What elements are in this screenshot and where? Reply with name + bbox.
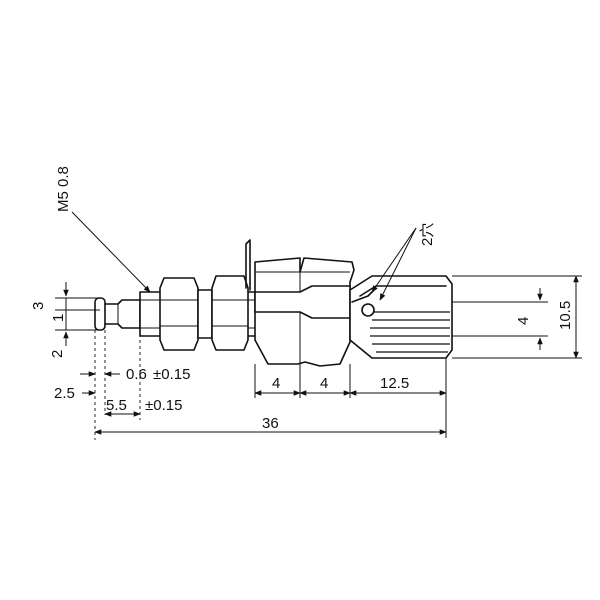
dimension-labels: M5 0.8 2穴 3 1 2 2.5 0.6 ±0.15 5.5 ±0.15 … [30,166,574,432]
pin-shaft [104,299,141,329]
hex-nut-2 [211,275,249,351]
label-pin-inner: 1 [50,314,67,322]
cross-hole [361,303,375,317]
label-tip-len: 5.5 [106,397,127,414]
leaders [71,211,417,301]
label-cap-dia: 4 [515,317,532,325]
terminal-cap [349,275,453,359]
label-pin-height: 3 [30,302,47,310]
label-holes: 2穴 [419,223,436,246]
hex-nut-1 [159,277,199,351]
label-tip-dia-tol: ±0.15 [153,366,190,383]
dimension-lines [55,275,582,440]
washer [197,289,213,339]
label-total-len: 36 [262,415,279,432]
part-outline [94,239,453,367]
label-tip-offset: 2.5 [54,385,75,402]
label-thread: M5 0.8 [55,166,72,212]
label-cap-len: 12.5 [380,375,409,392]
cap-knurling [370,311,450,353]
label-head-dia: 10.5 [557,301,574,330]
label-seg-b: 4 [320,375,328,392]
solder-lug [245,239,251,291]
label-seg-a: 4 [272,375,280,392]
label-tip-len-tol: ±0.15 [145,397,182,414]
pin-tip [94,297,106,331]
label-pin-lower: 2 [49,350,66,358]
label-tip-dia: 0.6 [126,366,147,383]
